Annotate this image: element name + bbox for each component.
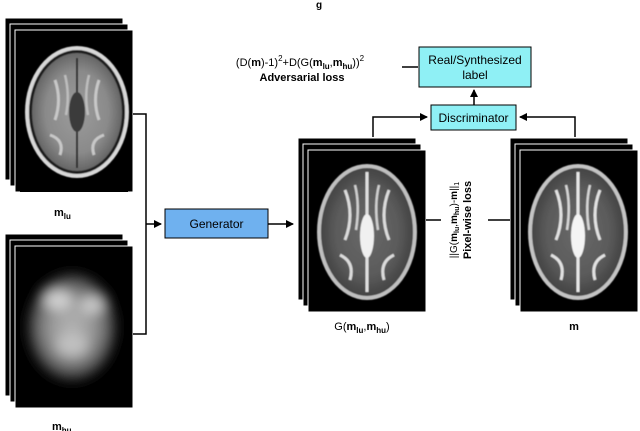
output-label-line2: label [462,68,487,82]
header-fragment: g [316,0,322,11]
t1-brain-image [25,46,129,178]
adversarial-loss-formula: (D(m)-1)2+D(G(mlu,mhu))2 [236,54,365,71]
t2-brain-target-image [528,164,628,300]
pixel-loss-name: Pixel-wise loss [462,181,474,259]
pixel-loss-formula: ||G(mlu,mhu)-m||1 [449,182,461,258]
generated-label: G(mlu,mhu) [334,321,389,335]
adversarial-loss-name: Adversarial loss [260,72,345,84]
t2-brain-generated-image [317,164,417,300]
high-undersampled-label: mhu [52,421,72,431]
generated-to-discriminator-arrow [372,113,428,137]
discriminator-box [430,104,517,131]
generated-image-stack [297,137,427,313]
low-res-image-stack [4,17,134,193]
low-res-label: mlu [54,207,71,221]
generator-label: Generator [189,217,243,231]
target-to-discriminator-arrow [519,113,576,137]
output-label-box [418,46,532,88]
pixel-loss-group: ||G(mlu,mhu)-m||1 Pixel-wise loss [449,181,474,259]
output-label-line1: Real/Synthesized [428,53,521,67]
generator-box [164,208,269,239]
input-bracket [133,113,147,335]
high-undersampled-image-stack [4,233,134,409]
target-label: m [569,321,579,333]
target-image-stack [509,137,639,313]
blurry-brain-image [26,271,118,383]
discriminator-label: Discriminator [438,111,508,125]
